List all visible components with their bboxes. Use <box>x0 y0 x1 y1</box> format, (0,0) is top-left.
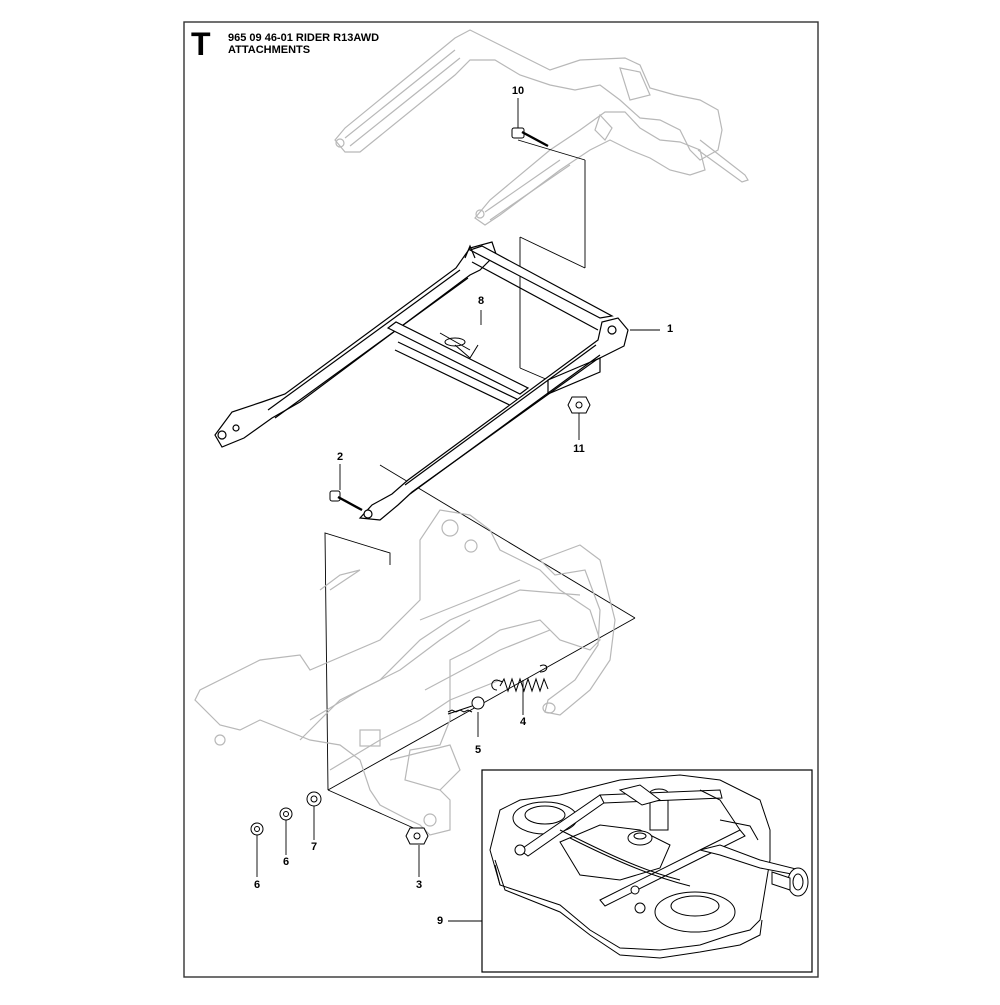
callout-3: 3 <box>415 879 423 891</box>
spring-4 <box>491 664 549 693</box>
callout-7: 7 <box>310 841 318 853</box>
callout-6-lower: 6 <box>253 879 261 891</box>
callout-6-upper: 6 <box>282 856 290 868</box>
rod-5 <box>447 696 485 715</box>
nut-11 <box>567 396 591 414</box>
section-subtitle: ATTACHMENTS <box>228 44 311 56</box>
callout-9: 9 <box>436 915 444 927</box>
callout-8: 8 <box>477 295 485 307</box>
bolt-2 <box>329 490 363 512</box>
hardware <box>250 791 429 845</box>
cotter-pin-8 <box>439 332 479 359</box>
callout-5: 5 <box>474 744 482 756</box>
callout-1: 1 <box>666 323 674 335</box>
ghost-chassis <box>194 509 616 836</box>
part-number-title: 965 09 46-01 RIDER R13AWD <box>228 32 380 44</box>
callout-10: 10 <box>511 85 525 97</box>
section-letter: T <box>191 26 211 62</box>
ghost-upper-arms <box>334 29 749 226</box>
bolt-10 <box>511 127 549 148</box>
outer-frame <box>183 21 819 978</box>
lift-frame <box>214 241 629 521</box>
mower-deck <box>489 774 809 959</box>
callout-11: 11 <box>573 443 585 455</box>
callout-2: 2 <box>336 451 344 463</box>
callout-4: 4 <box>519 716 527 728</box>
